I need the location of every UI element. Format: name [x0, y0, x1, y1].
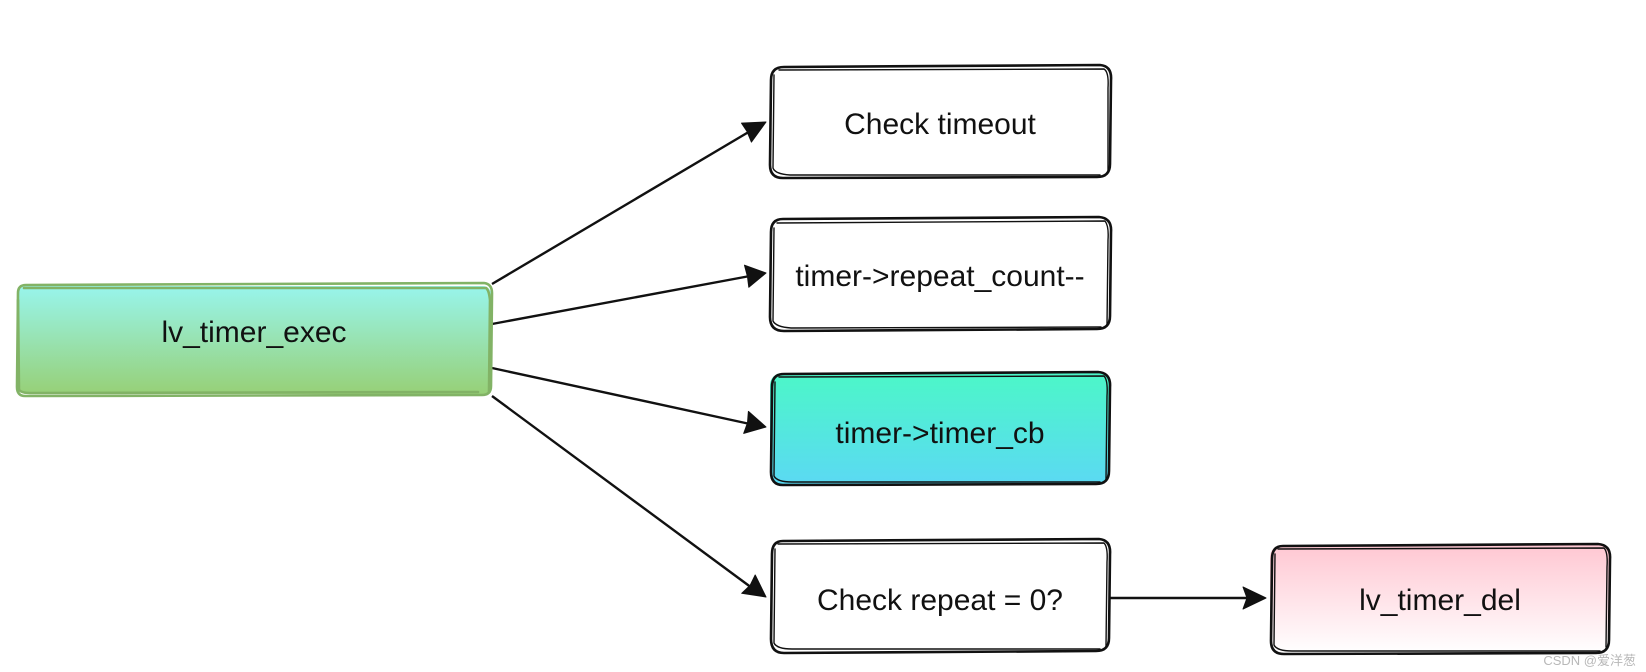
node-fill — [770, 373, 1110, 485]
node-border-stroke — [773, 542, 1108, 650]
node-border — [768, 63, 1113, 180]
node-label: timer->repeat_count-- — [795, 260, 1084, 293]
node-border-stroke — [772, 220, 1109, 329]
edge-line — [491, 128, 753, 286]
node-lv-timer-exec[interactable]: lv_timer_exec — [15, 281, 494, 398]
node-border — [15, 281, 494, 398]
node-border — [769, 370, 1112, 487]
edge-exec-to-timer-cb — [491, 366, 767, 434]
node-label: timer->timer_cb — [835, 417, 1044, 450]
edge-check-repeat-to-timer-del — [1110, 586, 1267, 610]
node-label: lv_timer_del — [1359, 584, 1521, 617]
node-border-stroke — [16, 286, 492, 395]
arrowhead-icon — [741, 121, 767, 143]
node-repeat-count[interactable]: timer->repeat_count-- — [768, 215, 1113, 333]
arrowhead-icon — [744, 264, 767, 288]
node-border-stroke — [772, 68, 1109, 176]
node-label: Check repeat = 0? — [817, 584, 1063, 617]
node-fill — [770, 66, 1110, 178]
arrowhead-icon — [1242, 586, 1267, 610]
edge-exec-to-check-timeout — [491, 121, 767, 286]
node-check-repeat[interactable]: Check repeat = 0? — [769, 537, 1112, 655]
arrowhead-icon — [741, 574, 767, 598]
edge-line — [491, 274, 751, 326]
node-border-stroke — [1273, 547, 1608, 652]
node-fill — [770, 218, 1110, 330]
watermark: CSDN @爱洋葱 — [1543, 653, 1636, 668]
node-fill — [1270, 545, 1610, 653]
edge-exec-to-repeat-count — [491, 264, 767, 326]
node-label: lv_timer_exec — [161, 316, 346, 349]
edge-exec-to-check-repeat — [491, 395, 767, 598]
node-timer-cb[interactable]: timer->timer_cb — [769, 370, 1112, 487]
node-check-timeout[interactable]: Check timeout — [768, 63, 1113, 180]
node-fill — [18, 286, 491, 394]
node-fill — [770, 540, 1110, 652]
arrowhead-icon — [743, 410, 767, 434]
node-label: Check timeout — [844, 108, 1036, 141]
node-lv-timer-del[interactable]: lv_timer_del — [1269, 542, 1612, 656]
edge-line — [491, 366, 751, 426]
edge-line — [491, 395, 753, 589]
node-border-stroke — [773, 375, 1108, 483]
node-border — [768, 215, 1113, 333]
node-border — [1269, 542, 1612, 656]
node-border — [769, 537, 1112, 655]
